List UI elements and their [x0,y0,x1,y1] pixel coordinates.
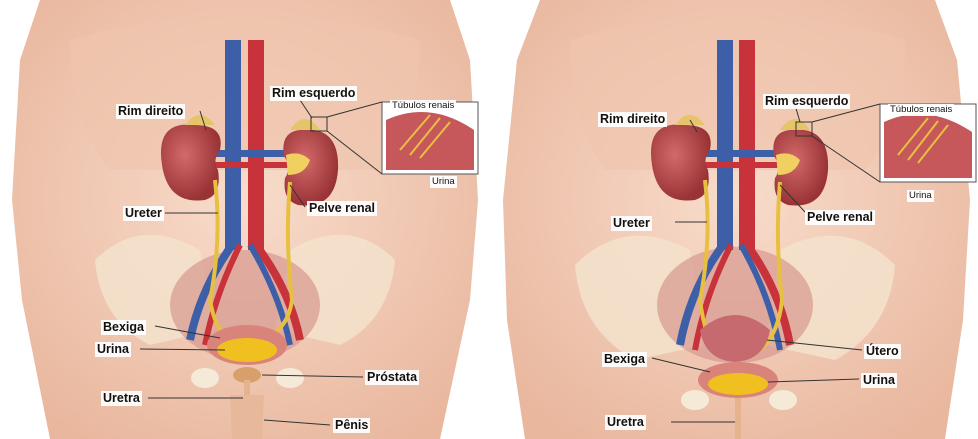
label-bexiga: Bexiga [602,352,647,367]
label-penis: Pênis [333,418,370,433]
label-prostata: Próstata [365,370,419,385]
label-pelve-renal: Pelve renal [307,201,377,216]
label-uretra: Uretra [101,391,142,406]
label-urina: Urina [95,342,131,357]
label-rim-esquerdo: Rim esquerdo [270,86,357,101]
female-anatomy-drawing [495,0,978,439]
aorta [739,40,755,250]
urine [217,338,277,362]
label-ureter: Ureter [123,206,164,221]
label-bexiga: Bexiga [101,320,146,335]
label-rim-direito: Rim direito [598,112,667,127]
male-urinary-panel: Rim direito Rim esquerdo Túbulos renais … [0,0,489,439]
label-uretra: Uretra [605,415,646,430]
label-urina: Urina [861,373,897,388]
penis [230,395,264,439]
aorta [248,40,264,250]
label-rim-esquerdo: Rim esquerdo [763,94,850,109]
label-tubulos-renais: Túbulos renais [888,104,954,116]
label-ureter: Ureter [611,216,652,231]
label-urina-inset: Urina [907,190,934,202]
urine [708,373,768,395]
vena-cava [717,40,733,250]
label-tubulos-renais: Túbulos renais [390,100,456,112]
label-utero: Útero [864,344,901,359]
vena-cava [225,40,241,250]
female-urinary-panel: Rim direito Rim esquerdo Túbulos renais … [495,0,978,439]
label-pelve-renal: Pelve renal [805,210,875,225]
label-rim-direito: Rim direito [116,104,185,119]
label-urina-inset: Urina [430,176,457,188]
